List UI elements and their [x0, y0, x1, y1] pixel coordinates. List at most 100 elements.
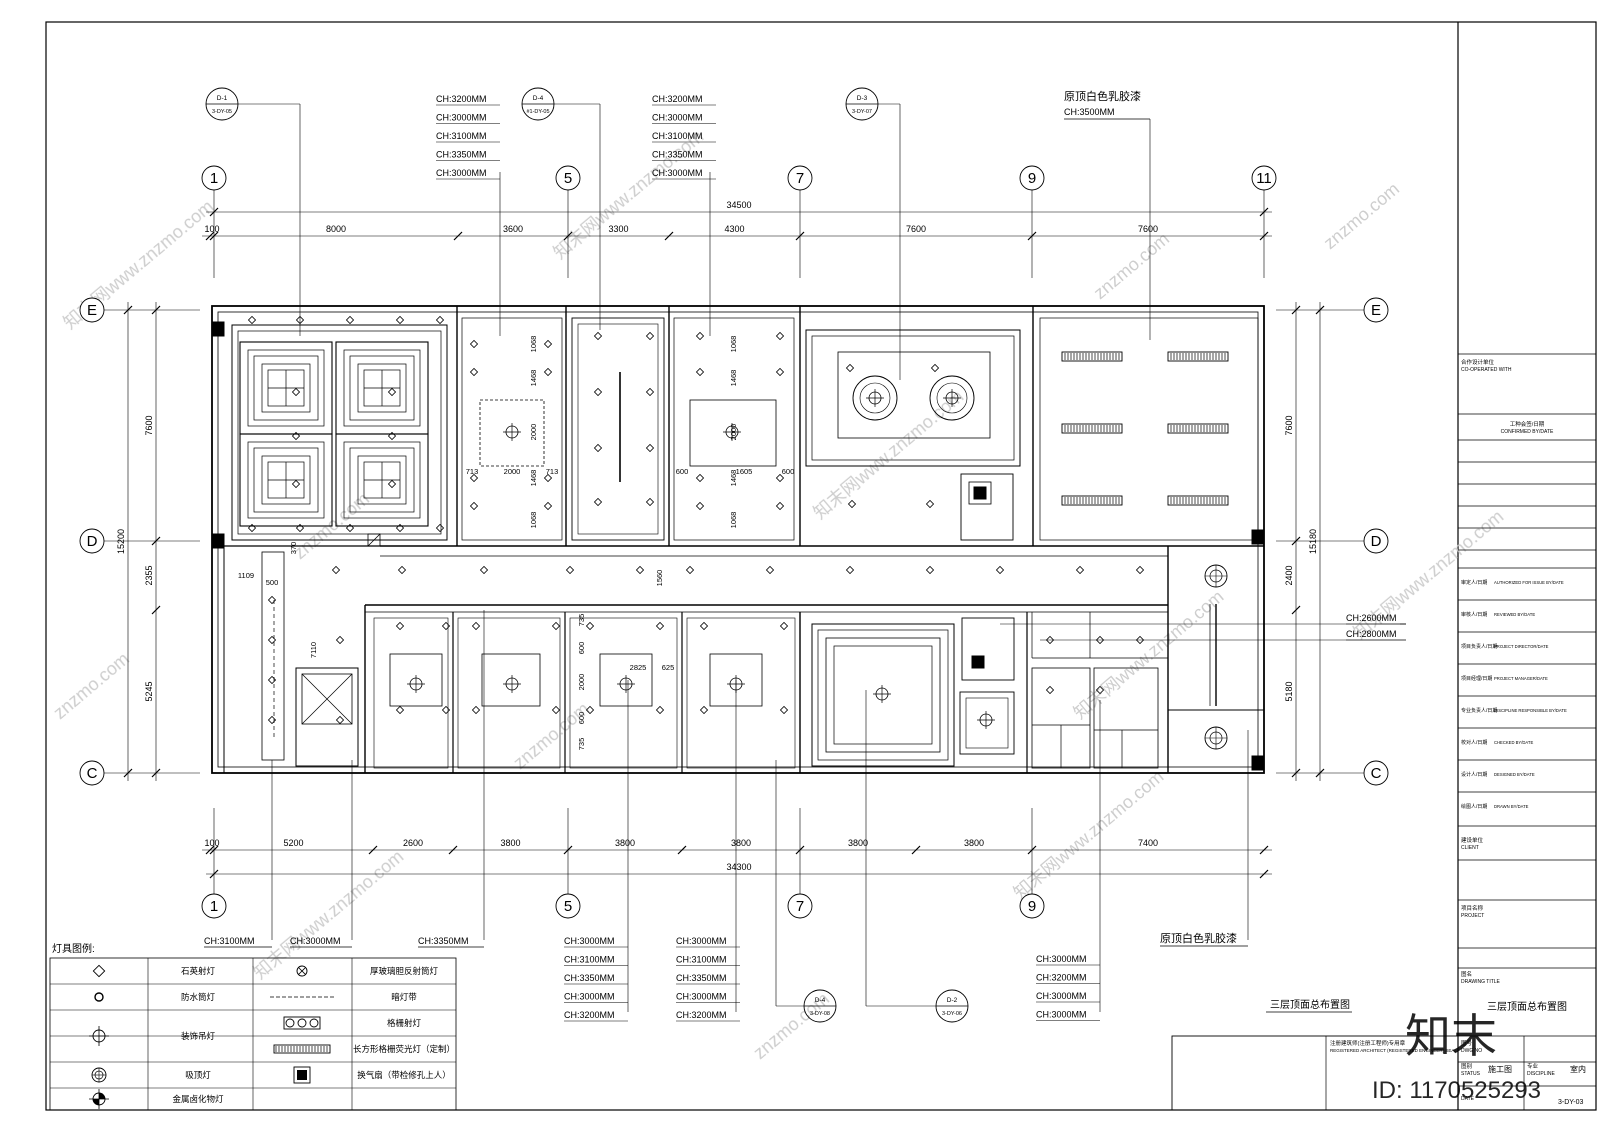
detail-callout-d1[interactable]: D-1 3-DY-05	[205, 87, 239, 121]
downlight-icon	[1045, 685, 1055, 695]
dim-inner: 600	[782, 467, 795, 476]
watermark-text: 知末网www.znzmo.com	[1070, 586, 1228, 723]
ch-right-2: CH:2800MM	[1346, 629, 1397, 639]
watermark-text: 知末网www.znzmo.com	[810, 386, 968, 523]
dim-inner: 2000	[504, 467, 521, 476]
downlight-icon	[469, 367, 479, 377]
dim-inner: 600	[676, 467, 689, 476]
detail-callout-d4b[interactable]: D-4 3-DY-08	[803, 989, 837, 1023]
tb-status-cn: 图别	[1461, 1062, 1472, 1070]
tb-title-cn: 图名	[1461, 970, 1472, 978]
tb-role-en: AUTHORIZED FOR ISSUE BY/DATE	[1494, 580, 1564, 585]
downlight-icon	[551, 621, 561, 631]
ch-bottom-c-item: CH:3000MM	[1036, 991, 1087, 1001]
downlight-icon	[397, 565, 407, 575]
downlight-icon	[645, 497, 655, 507]
watermark-text: 知末网www.znzmo.com	[1010, 766, 1168, 903]
downlight-icon	[775, 501, 785, 511]
dim-inner: 735	[577, 614, 586, 627]
watermark-text: znzmo.com	[1090, 229, 1173, 303]
dim-left-segment: 2355	[144, 565, 154, 585]
tb-role-en: DRAWN BY/DATE	[1494, 804, 1529, 809]
dim-top-segment: 100	[204, 224, 219, 234]
downlight-icon	[295, 315, 305, 325]
grid-axis-bottom-1: 1	[201, 893, 227, 919]
grid-axis-top-11: 11	[1251, 165, 1277, 191]
pendant-lamp-icon	[873, 685, 891, 703]
dim-bottom-segment: 3800	[500, 838, 520, 848]
grid-axis-top-11-label: 11	[1256, 170, 1272, 187]
legend-label: 格栅射灯	[387, 1018, 422, 1028]
grid-axis-top-1: 1	[201, 165, 227, 191]
detail-callout-d4a[interactable]: D-4 #1-DY-05	[521, 87, 555, 121]
tb-dwg-value: 3-DY-03	[1558, 1099, 1584, 1106]
ceiling-height-stack-bottom-a: CH:3000MMCH:3100MMCH:3350MMCH:3000MMCH:3…	[564, 936, 628, 1022]
reflector-lamp-icon	[296, 965, 308, 977]
downlight-icon	[995, 565, 1005, 575]
downlight-icon	[779, 705, 789, 715]
ceiling-height-stack-bottom-b: CH:3000MMCH:3100MMCH:3350MMCH:3000MMCH:3…	[676, 936, 740, 1022]
watermark-id: ID: 1170525293	[1372, 1077, 1541, 1104]
downlight-icon	[247, 523, 257, 533]
ceiling-lamp-icon	[1204, 726, 1228, 750]
fluorescent-icon	[1167, 351, 1229, 362]
ch-bottom-b-item: CH:3000MM	[676, 936, 727, 946]
dim-top-segment: 3300	[608, 224, 628, 234]
downlight-icon	[387, 479, 397, 489]
downlight-icon	[291, 479, 301, 489]
ch-bottom-c-item: CH:3200MM	[1036, 973, 1087, 983]
callout-d2-id: D-2	[947, 997, 958, 1004]
ch-top-b-item: CH:3100MM	[652, 131, 703, 141]
grid-axis-top-1-label: 1	[210, 170, 218, 187]
coffer-panel	[239, 341, 333, 435]
grid-axis-top-7: 7	[787, 165, 813, 191]
downlight-icon	[925, 499, 935, 509]
ch-top-a-item: CH:3350MM	[436, 150, 487, 160]
downlight-icon	[543, 501, 553, 511]
dim-bottom-segment: 3800	[848, 838, 868, 848]
downlight-icon	[695, 367, 705, 377]
dim-inner: 1605	[736, 467, 753, 476]
tb-role-cn: 审核人/日期	[1461, 611, 1487, 618]
dim-bottom-segment: 3800	[731, 838, 751, 848]
dim-inner: 735	[577, 738, 586, 751]
tb-role-cn: 专业负责人/日期	[1461, 707, 1497, 714]
dim-bottom-segment: 100	[204, 838, 219, 848]
callout-d4a-id: D-4	[533, 95, 544, 102]
dim-bottom-segment: 7400	[1138, 838, 1158, 848]
grid-axis-bottom-7: 7	[787, 893, 813, 919]
ceiling-lamp-icon	[1204, 564, 1228, 588]
ch-top-a-item: CH:3000MM	[436, 168, 487, 178]
detail-callout-d2[interactable]: D-2 3-DY-06	[935, 989, 969, 1023]
ch-right-1: CH:2600MM	[1346, 613, 1397, 623]
dim-inner: 1068	[729, 336, 738, 353]
tb-role-en: DESIGNED BY/DATE	[1494, 772, 1535, 777]
downlight-icon	[775, 331, 785, 341]
downlight-icon	[247, 315, 257, 325]
downlight-icon	[593, 497, 603, 507]
ch-top-b-item: CH:3200MM	[652, 94, 703, 104]
downlight-icon	[441, 705, 451, 715]
downlight-icon	[267, 715, 277, 725]
downlight-icon	[685, 565, 695, 575]
grid-axis-top-7-label: 7	[796, 170, 804, 187]
grid-row-right-D-label: D	[1371, 533, 1382, 550]
grid-axis-bottom-7-label: 7	[796, 898, 804, 915]
downlight-icon	[335, 635, 345, 645]
dim-inner: 1560	[655, 570, 664, 587]
fluorescent-icon	[1061, 423, 1123, 434]
ceiling-lamp-icon	[91, 1067, 107, 1083]
coffered-ceilings	[239, 341, 429, 527]
tb-role-cn: 设计人/日期	[1461, 771, 1487, 778]
dim-inner: 1468	[529, 370, 538, 387]
pendant-lamp-icon	[617, 675, 635, 693]
downlight-icon	[1135, 565, 1145, 575]
downlight-icon	[387, 387, 397, 397]
tb-confirm-cn: 工种会签/日期	[1510, 420, 1545, 428]
detail-callout-d3[interactable]: D-3 3-DY-07	[845, 87, 879, 121]
paint-note-top: 原顶白色乳胶漆	[1064, 89, 1141, 103]
legend-label: 吸顶灯	[185, 1070, 211, 1080]
